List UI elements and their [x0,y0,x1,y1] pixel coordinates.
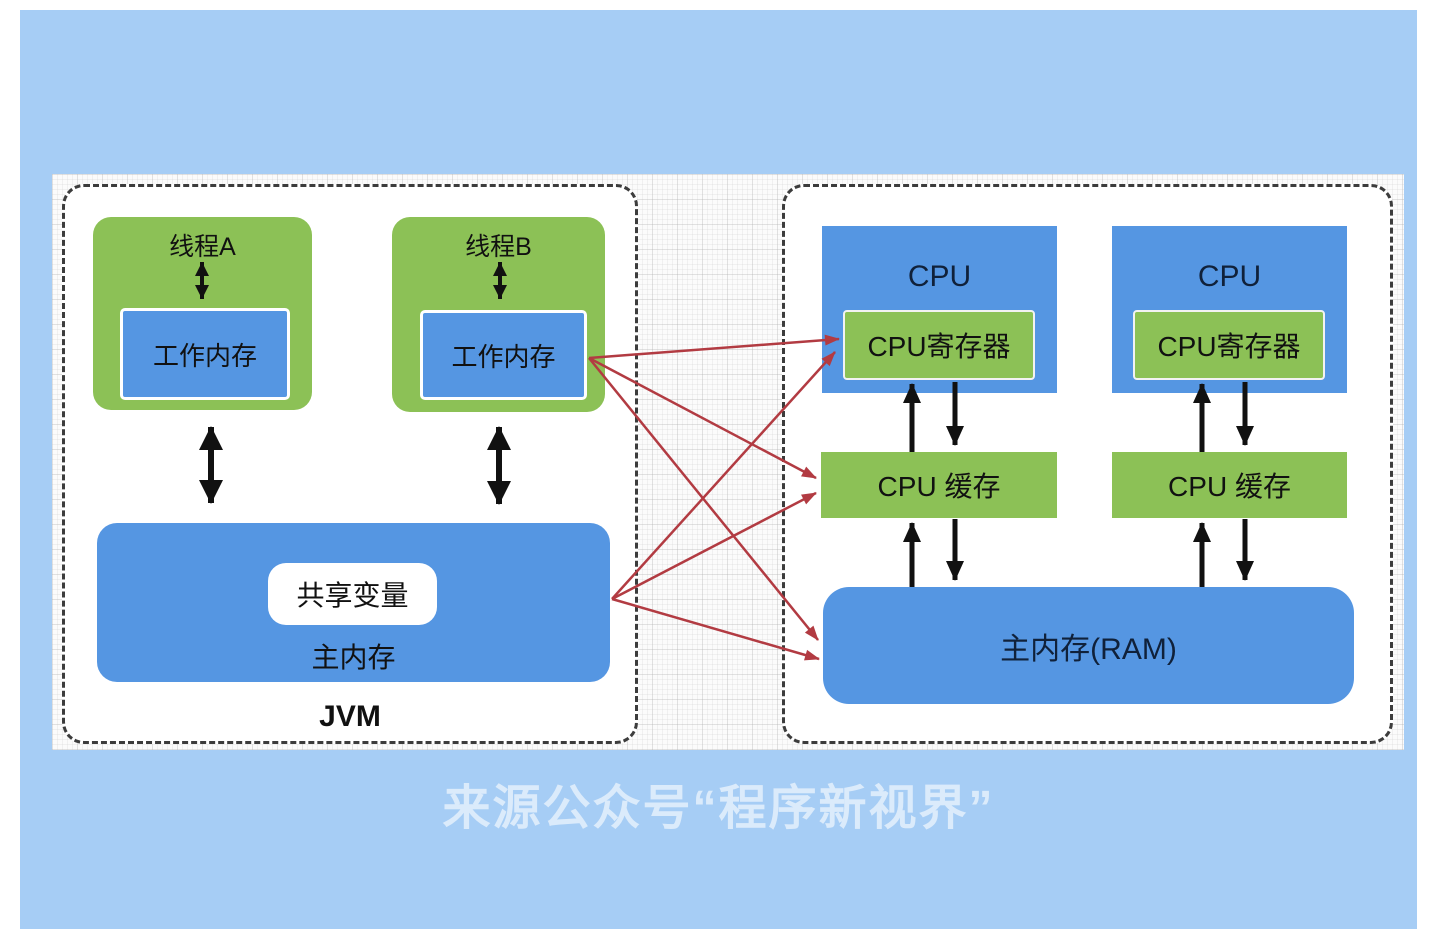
thread-b-working-memory: 工作内存 [420,310,587,400]
thread-a-title: 线程A [169,233,236,261]
ram-box: 主内存(RAM) [823,587,1354,704]
cpu2-register: CPU寄存器 [1133,310,1325,380]
cpu2-title: CPU [1197,260,1262,293]
cpu2-cache: CPU 缓存 [1112,452,1347,518]
cpu1-cache: CPU 缓存 [821,452,1057,518]
cpu1-title: CPU [907,260,972,293]
cpu1-register: CPU寄存器 [843,310,1035,380]
jvm-label: JVM [319,700,381,733]
shared-variable-box: 共享变量 [268,563,437,625]
jvm-main-memory-label: 主内存 [311,642,396,673]
thread-b-title: 线程B [465,233,532,261]
watermark-text: 来源公众号“程序新视界” [442,782,995,835]
thread-a-working-memory: 工作内存 [120,308,290,400]
